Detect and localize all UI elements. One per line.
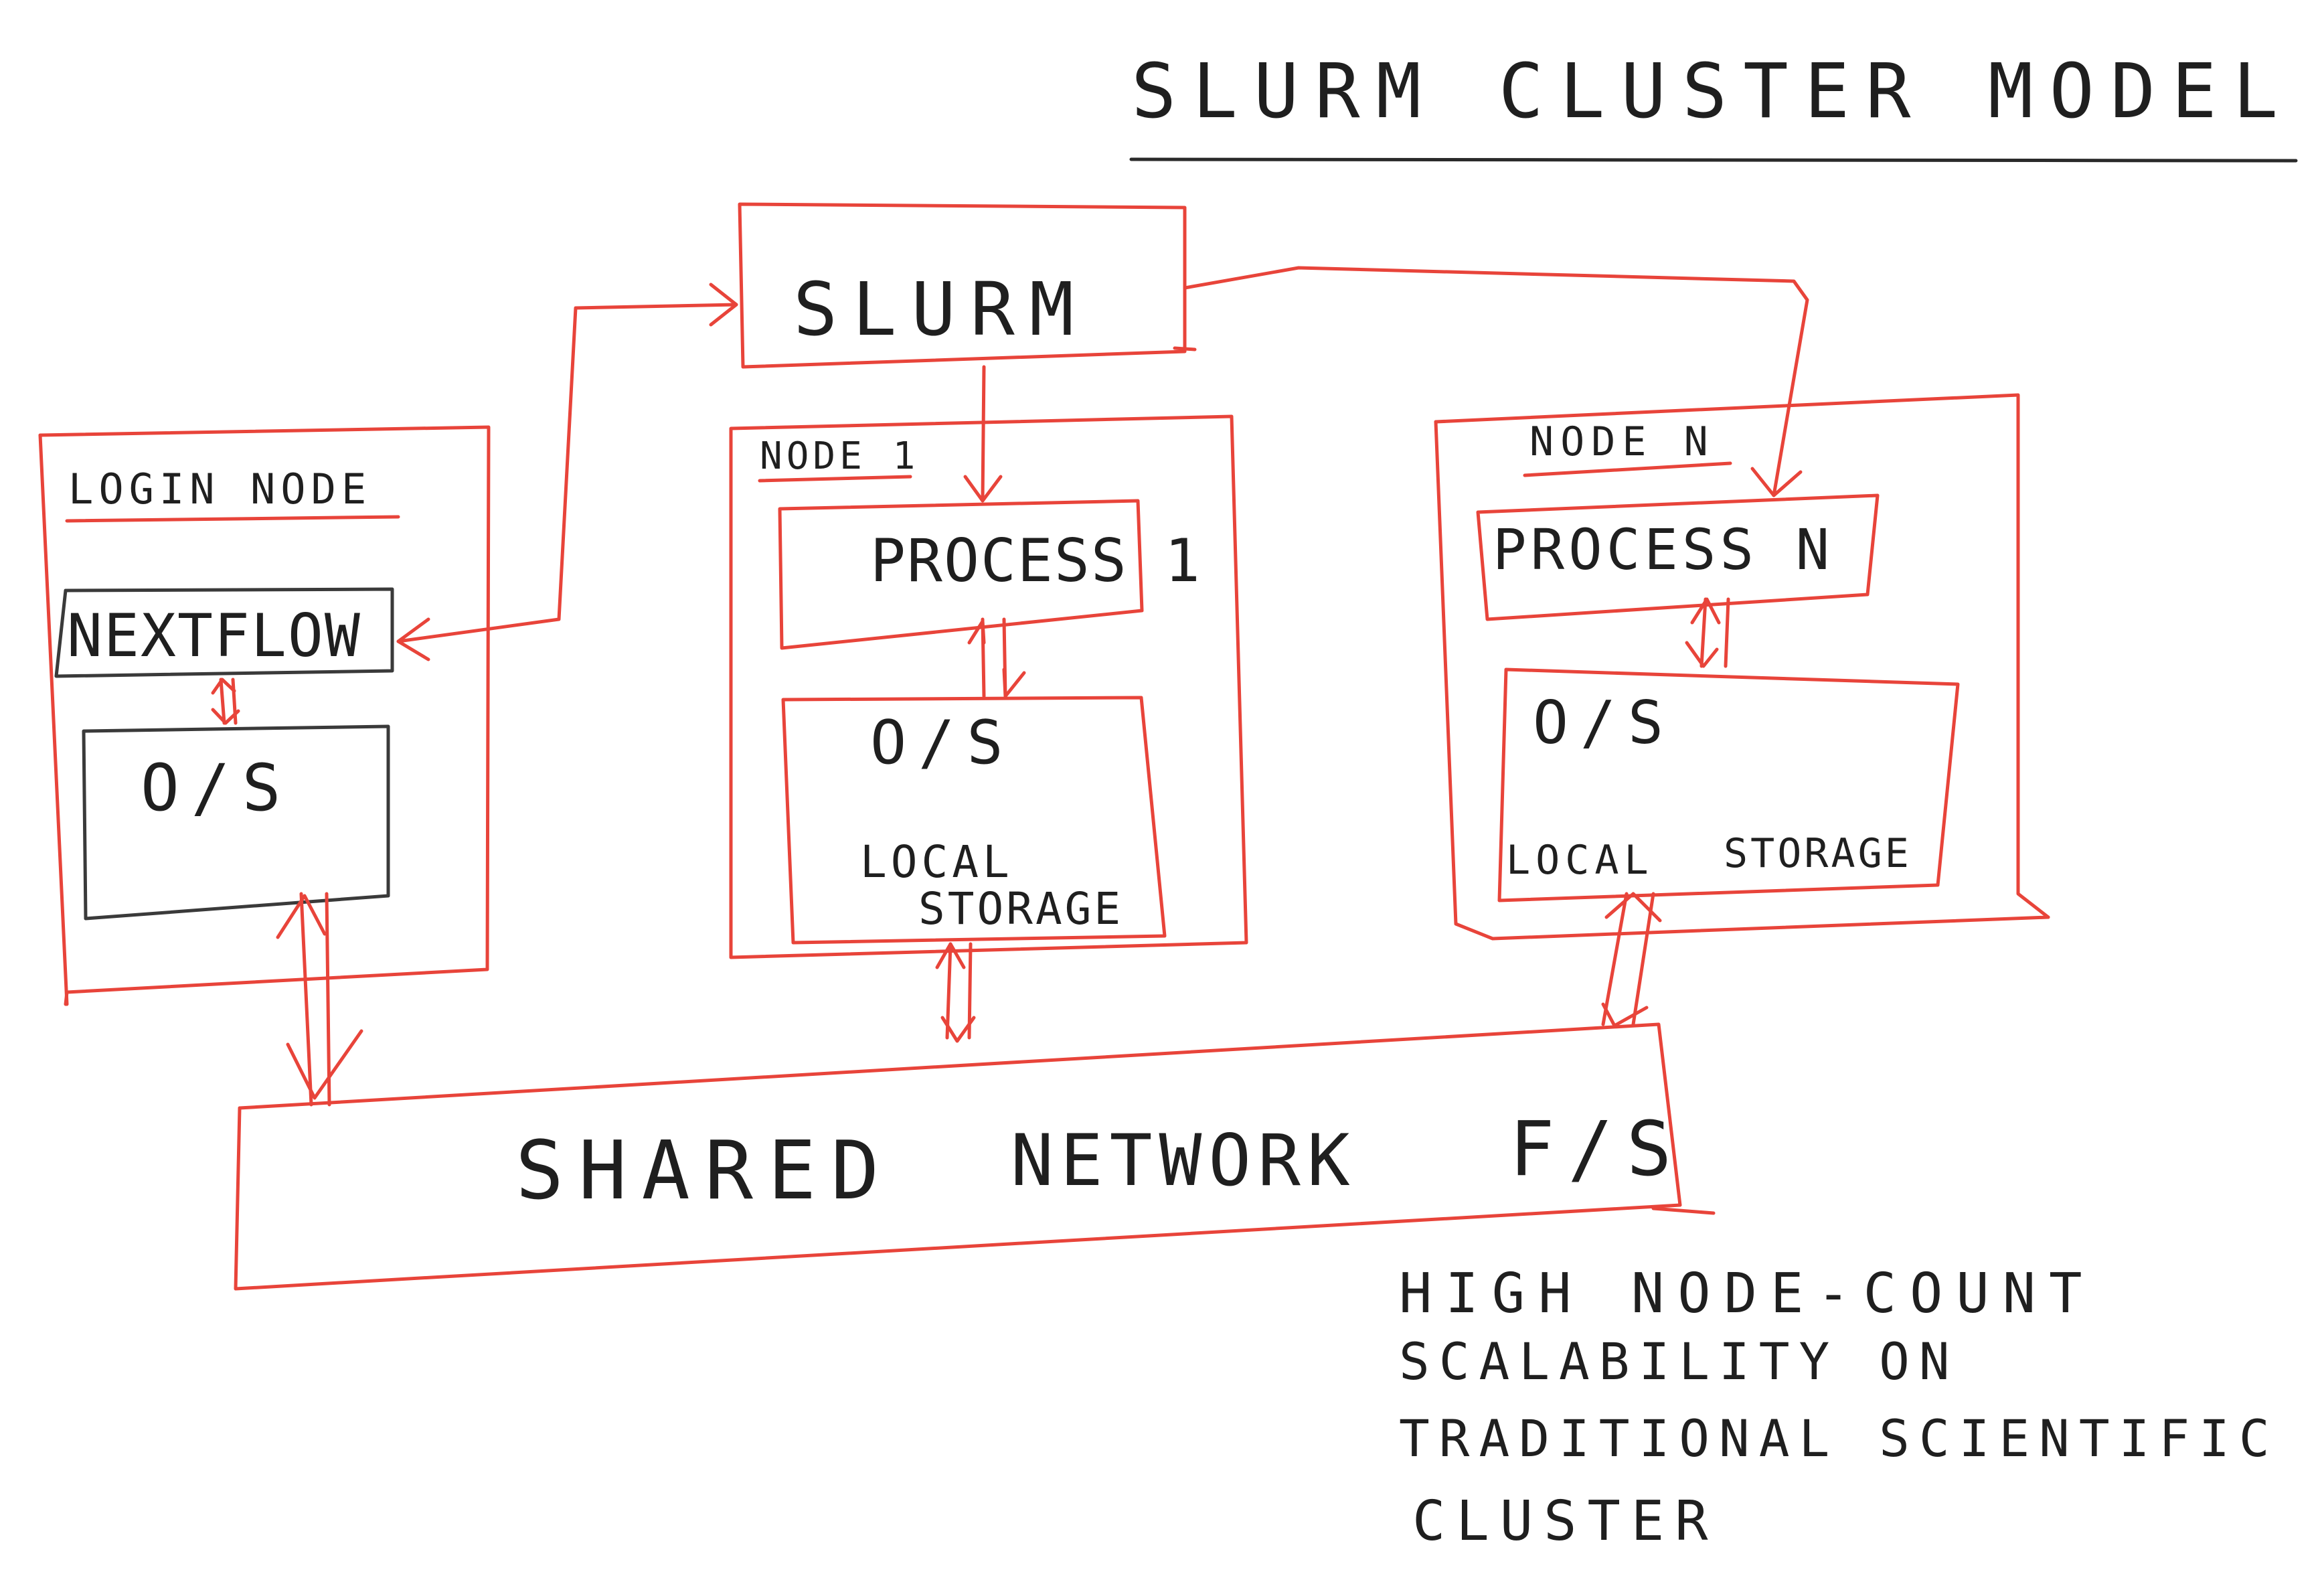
login-node-box: LOGIN NODE NEXTFLOW O/S — [38, 425, 491, 1006]
login-node-label: LOGIN NODE — [68, 465, 371, 514]
login-node-underline — [65, 515, 400, 523]
noden-box: NODE N PROCESS N O/S LOCAL STORAGE — [1434, 393, 2050, 941]
nextflow-os-arrow — [211, 678, 240, 725]
login-os-label: O/S — [141, 750, 293, 825]
processn-label: PROCESS N — [1493, 517, 1833, 582]
shared-word2: NETWORK — [1011, 1119, 1357, 1202]
noden-os-box — [1497, 667, 1960, 902]
shared-word3: F/S — [1509, 1106, 1685, 1193]
noden-storage-right: STORAGE — [1724, 830, 1912, 877]
slurm-label: SLURM — [793, 266, 1088, 352]
noden-os-label: O/S — [1533, 688, 1675, 757]
node1-storage-line2: STORAGE — [918, 883, 1123, 935]
caption-line2: SCALABILITY ON — [1399, 1332, 1959, 1391]
noden-underline — [1523, 461, 1732, 477]
slurm-box: SLURM — [738, 202, 1197, 369]
caption: HIGH NODE-COUNT SCALABILITY ON TRADITION… — [1399, 1262, 2279, 1553]
node1-shared-arrow — [935, 942, 976, 1043]
process1-os-arrow — [967, 617, 1026, 698]
node1-underline — [758, 475, 912, 483]
slurm-process1-arrow — [963, 365, 1003, 503]
process1-label: PROCESS 1 — [870, 526, 1201, 595]
diagram-title: SLURM CLUSTER MODEL — [1131, 48, 2294, 135]
nextflow-box — [54, 587, 394, 678]
caption-line4: CLUSTER — [1412, 1490, 1719, 1553]
node1-os-label: O/S — [870, 708, 1015, 778]
noden-shared-arrow — [1601, 892, 1662, 1028]
noden-label: NODE N — [1529, 418, 1715, 465]
nextflow-label: NEXTFLOW — [67, 601, 361, 670]
title-underline — [1129, 157, 2298, 163]
node1-box: NODE 1 PROCESS 1 O/S LOCAL STORAGE — [729, 414, 1248, 959]
node1-storage-line1: LOCAL — [860, 836, 1013, 888]
shared-word1: SHARED — [515, 1125, 894, 1218]
node1-label: NODE 1 — [760, 434, 919, 478]
caption-line3: TRADITIONAL SCIENTIFIC — [1399, 1409, 2279, 1468]
processn-box — [1476, 493, 1880, 621]
login-shared-arrow — [276, 892, 363, 1107]
processn-os-arrow — [1685, 597, 1730, 668]
noden-storage-left: LOCAL — [1506, 837, 1654, 884]
nextflow-slurm-arrow — [396, 283, 738, 661]
process1-box — [778, 499, 1144, 650]
node1-os-box — [781, 696, 1167, 945]
caption-line1: HIGH NODE-COUNT — [1399, 1262, 2096, 1326]
slurm-processn-arrow — [1183, 266, 1809, 497]
shared-fs-box: SHARED NETWORK F/S — [234, 1022, 1716, 1291]
login-os-box — [82, 724, 390, 921]
